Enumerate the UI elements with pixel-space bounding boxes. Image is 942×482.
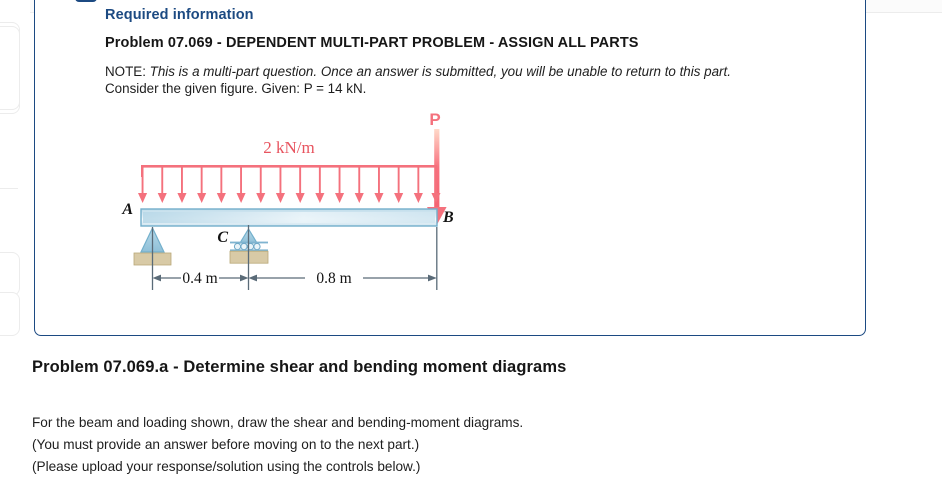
note-line-2: Consider the given figure. Given: P = 14… [105,81,367,96]
distributed-load-label: 2 kN/m [263,138,314,157]
part-a-line-2: (You must provide an answer before movin… [32,437,420,452]
part-a-line-1: For the beam and loading shown, draw the… [32,415,524,430]
card-tab-marker [75,0,97,2]
distributed-load [138,165,441,203]
note-italic-text: This is a multi-part question. Once an a… [149,64,731,79]
offscreen-divider [0,188,18,189]
problem-title: Problem 07.069 - DEPENDENT MULTI-PART PR… [105,35,639,51]
node-label-c: C [217,229,228,246]
dimension-lines [151,225,438,290]
beam-diagram-svg: 2 kN/m P [121,110,454,290]
required-information-heading: Required information [105,7,254,23]
note-label: NOTE: [105,64,146,79]
offscreen-panel-4 [0,292,20,336]
offscreen-panel-3 [0,252,20,296]
point-load-label: P [429,110,440,129]
part-a-heading: Problem 07.069.a - Determine shear and b… [32,358,567,376]
beam-body [140,208,438,227]
beam-figure: 2 kN/m P [97,107,497,299]
card-content: Required information Problem 07.069 - DE… [105,7,885,97]
required-information-card: Required information Problem 07.069 - DE… [34,0,866,336]
note-line-1: NOTE: This is a multi-part question. Onc… [105,63,885,80]
node-label-a: A [121,201,133,218]
node-label-b: B [442,209,454,226]
dimension-label-left: 0.4 m [182,270,217,287]
part-a-line-3: (Please upload your response/solution us… [32,459,421,474]
dimension-label-right: 0.8 m [316,270,351,287]
part-a-body: For the beam and loading shown, draw the… [32,412,523,478]
offscreen-panel-2 [0,26,20,110]
